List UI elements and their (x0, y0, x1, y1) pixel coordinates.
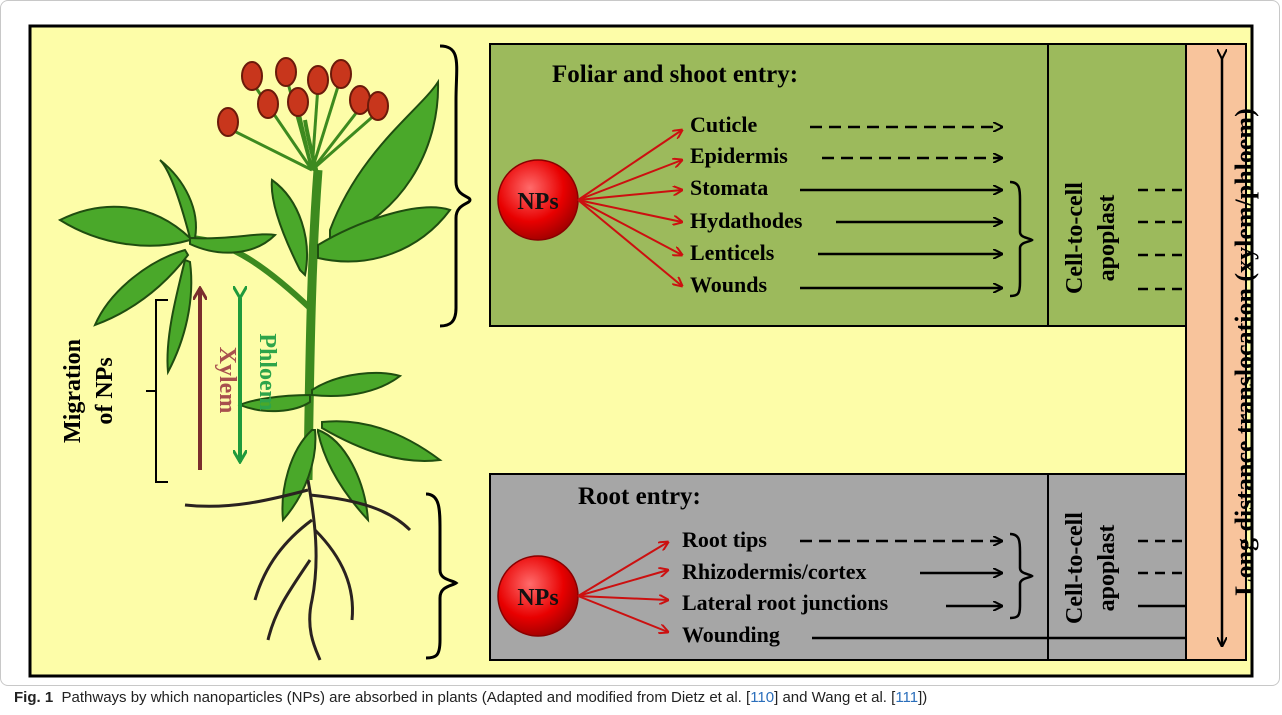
foliar-item: Epidermis (690, 143, 788, 168)
phloem-label: Phloem (254, 333, 280, 410)
foliar-cell-to-cell: Cell-to-cell (1062, 182, 1088, 294)
foliar-item: Hydathodes (690, 208, 803, 233)
reference-link-110[interactable]: 110 (750, 689, 774, 706)
foliar-np-label: NPs (517, 189, 558, 215)
foliar-entry-title: Foliar and shoot entry: (552, 61, 798, 88)
reference-link-111[interactable]: 111 (895, 689, 918, 706)
foliar-item: Wounds (690, 272, 767, 297)
root-entry-title: Root entry: (578, 483, 701, 510)
root-item: Rhizodermis/cortex (682, 559, 867, 584)
foliar-item: Cuticle (690, 112, 757, 137)
root-cell-to-cell: Cell-to-cell (1062, 512, 1088, 624)
caption-figure-label: Fig. 1 (14, 689, 53, 706)
root-item: Lateral root junctions (682, 590, 889, 615)
root-item: Root tips (682, 527, 767, 552)
migration-label-line1: Migration (60, 339, 86, 443)
np-pathway-diagram: Migration of NPs Xylem Phloem Foliar and… (0, 0, 1282, 686)
caption-text-b: ] and Wang et al. [ (774, 689, 895, 706)
xylem-label: Xylem (214, 347, 240, 414)
foliar-item: Stomata (690, 175, 768, 200)
figure-caption: Fig. 1 Pathways by which nanoparticles (… (14, 689, 1274, 706)
root-apoplast: apoplast (1094, 525, 1120, 612)
root-np-label: NPs (517, 585, 558, 611)
caption-text-a: Pathways by which nanoparticles (NPs) ar… (53, 689, 750, 706)
migration-label-line2: of NPs (92, 357, 118, 424)
foliar-apoplast: apoplast (1094, 195, 1120, 282)
foliar-item: Lenticels (690, 240, 775, 265)
root-item: Wounding (682, 622, 780, 647)
caption-text-c: ]) (918, 689, 927, 706)
long-distance-label: Long distance translocation (xylem/phloe… (1230, 108, 1259, 596)
